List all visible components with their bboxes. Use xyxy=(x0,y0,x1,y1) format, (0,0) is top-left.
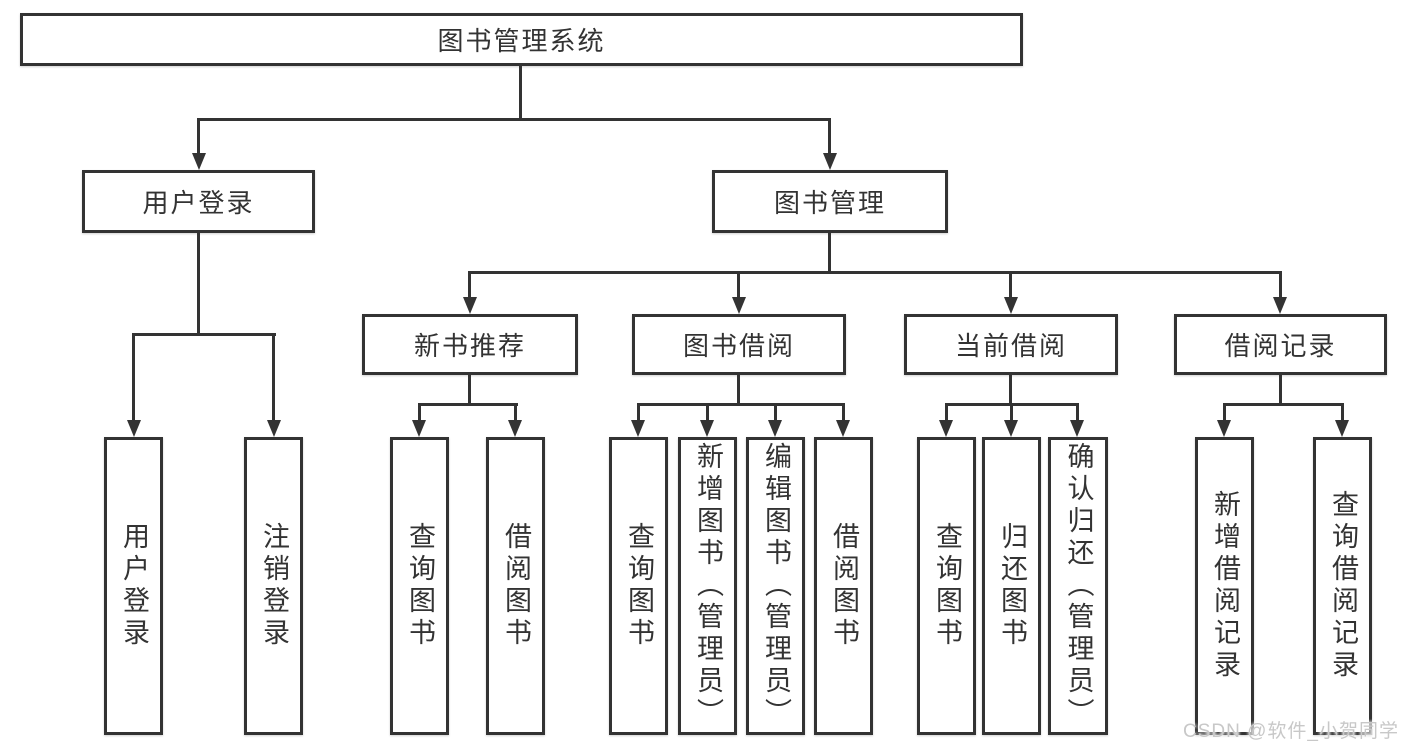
connector-line xyxy=(468,271,1282,274)
node-new-book-recommend: 新书推荐 xyxy=(362,314,578,375)
leaf-query-books-1-label: 查询图书 xyxy=(405,522,435,650)
arrow-down-icon xyxy=(412,420,426,437)
arrow-down-icon xyxy=(631,420,645,437)
connector-line xyxy=(1223,403,1226,425)
connector-line xyxy=(468,271,471,302)
connector-line xyxy=(418,403,518,406)
arrow-down-icon xyxy=(823,153,837,170)
connector-line xyxy=(514,403,517,425)
node-current-borrowing-label: 当前借阅 xyxy=(954,331,1067,361)
connector-line xyxy=(1076,403,1079,425)
connector-line xyxy=(737,375,740,405)
leaf-borrow-books-2: 借阅图书 xyxy=(814,437,873,735)
connector-line xyxy=(828,233,831,274)
connector-line xyxy=(1009,271,1012,302)
connector-line xyxy=(197,118,831,121)
node-user-login: 用户登录 xyxy=(82,170,315,233)
connector-line xyxy=(132,333,135,425)
connector-line xyxy=(737,271,740,302)
leaf-borrow-books-2-label: 借阅图书 xyxy=(829,522,859,650)
node-root-label: 图书管理系统 xyxy=(437,26,606,56)
leaf-query-books-3: 查询图书 xyxy=(917,437,976,735)
arrow-down-icon xyxy=(127,420,141,437)
leaf-return-books: 归还图书 xyxy=(982,437,1041,735)
leaf-query-books-3-label: 查询图书 xyxy=(932,522,962,650)
leaf-logout-label: 注销登录 xyxy=(259,522,289,650)
arrow-down-icon xyxy=(192,153,206,170)
connector-line xyxy=(197,233,200,335)
arrow-down-icon xyxy=(1217,420,1231,437)
connector-line xyxy=(418,403,421,425)
connector-line xyxy=(1010,403,1013,425)
node-borrow-records-label: 借阅记录 xyxy=(1224,331,1337,361)
connector-line xyxy=(519,65,522,121)
leaf-edit-books-admin-label: 编辑图书（管理员） xyxy=(761,442,791,730)
leaf-add-books-admin: 新增图书（管理员） xyxy=(678,437,737,735)
arrow-down-icon xyxy=(1004,297,1018,314)
connector-line xyxy=(706,403,709,425)
leaf-query-books-2: 查询图书 xyxy=(609,437,668,735)
leaf-query-books-2-label: 查询图书 xyxy=(624,522,654,650)
leaf-add-borrow-record: 新增借阅记录 xyxy=(1195,437,1254,735)
arrow-down-icon xyxy=(1070,420,1084,437)
connector-line xyxy=(468,375,471,405)
arrow-down-icon xyxy=(1335,420,1349,437)
node-user-login-label: 用户登录 xyxy=(142,188,255,218)
connector-line xyxy=(272,333,275,425)
arrow-down-icon xyxy=(700,420,714,437)
node-current-borrowing: 当前借阅 xyxy=(904,314,1118,375)
arrow-down-icon xyxy=(1004,420,1018,437)
arrow-down-icon xyxy=(508,420,522,437)
node-borrow-records: 借阅记录 xyxy=(1174,314,1387,375)
connector-line xyxy=(1279,375,1282,405)
leaf-user-login: 用户登录 xyxy=(104,437,163,735)
node-new-book-recommend-label: 新书推荐 xyxy=(413,331,526,361)
leaf-confirm-return-admin: 确认归还（管理员） xyxy=(1048,437,1108,735)
connector-line xyxy=(842,403,845,425)
leaf-query-borrow-record: 查询借阅记录 xyxy=(1313,437,1372,735)
leaf-query-borrow-record-label: 查询借阅记录 xyxy=(1328,490,1358,682)
node-book-borrowing: 图书借阅 xyxy=(632,314,846,375)
connector-line xyxy=(1223,403,1344,406)
connector-line xyxy=(197,118,200,158)
connector-line xyxy=(1279,271,1282,302)
watermark: CSDN @软件_小贺同学 xyxy=(1183,721,1399,742)
leaf-add-books-admin-label: 新增图书（管理员） xyxy=(693,442,723,730)
arrow-down-icon xyxy=(267,420,281,437)
leaf-borrow-books-1-label: 借阅图书 xyxy=(501,522,531,650)
node-book-management-label: 图书管理 xyxy=(773,188,886,218)
leaf-borrow-books-1: 借阅图书 xyxy=(486,437,545,735)
leaf-edit-books-admin: 编辑图书（管理员） xyxy=(746,437,805,735)
arrow-down-icon xyxy=(768,420,782,437)
leaf-logout: 注销登录 xyxy=(244,437,303,735)
leaf-return-books-label: 归还图书 xyxy=(997,522,1027,650)
leaf-query-books-1: 查询图书 xyxy=(390,437,449,735)
arrow-down-icon xyxy=(732,297,746,314)
node-root: 图书管理系统 xyxy=(20,13,1023,66)
connector-line xyxy=(1341,403,1344,425)
connector-line xyxy=(637,403,640,425)
connector-line xyxy=(1009,375,1012,405)
leaf-user-login-label: 用户登录 xyxy=(119,522,149,650)
arrow-down-icon xyxy=(836,420,850,437)
leaf-confirm-return-admin-label: 确认归还（管理员） xyxy=(1063,442,1094,730)
connector-line xyxy=(637,403,845,406)
connector-line xyxy=(828,118,831,158)
arrow-down-icon xyxy=(939,420,953,437)
connector-line xyxy=(945,403,948,425)
node-book-management: 图书管理 xyxy=(712,170,948,233)
leaf-add-borrow-record-label: 新增借阅记录 xyxy=(1210,490,1240,682)
connector-line xyxy=(774,403,777,425)
arrow-down-icon xyxy=(1273,297,1287,314)
arrow-down-icon xyxy=(463,297,477,314)
node-book-borrowing-label: 图书借阅 xyxy=(682,331,795,361)
connector-line xyxy=(132,333,276,336)
